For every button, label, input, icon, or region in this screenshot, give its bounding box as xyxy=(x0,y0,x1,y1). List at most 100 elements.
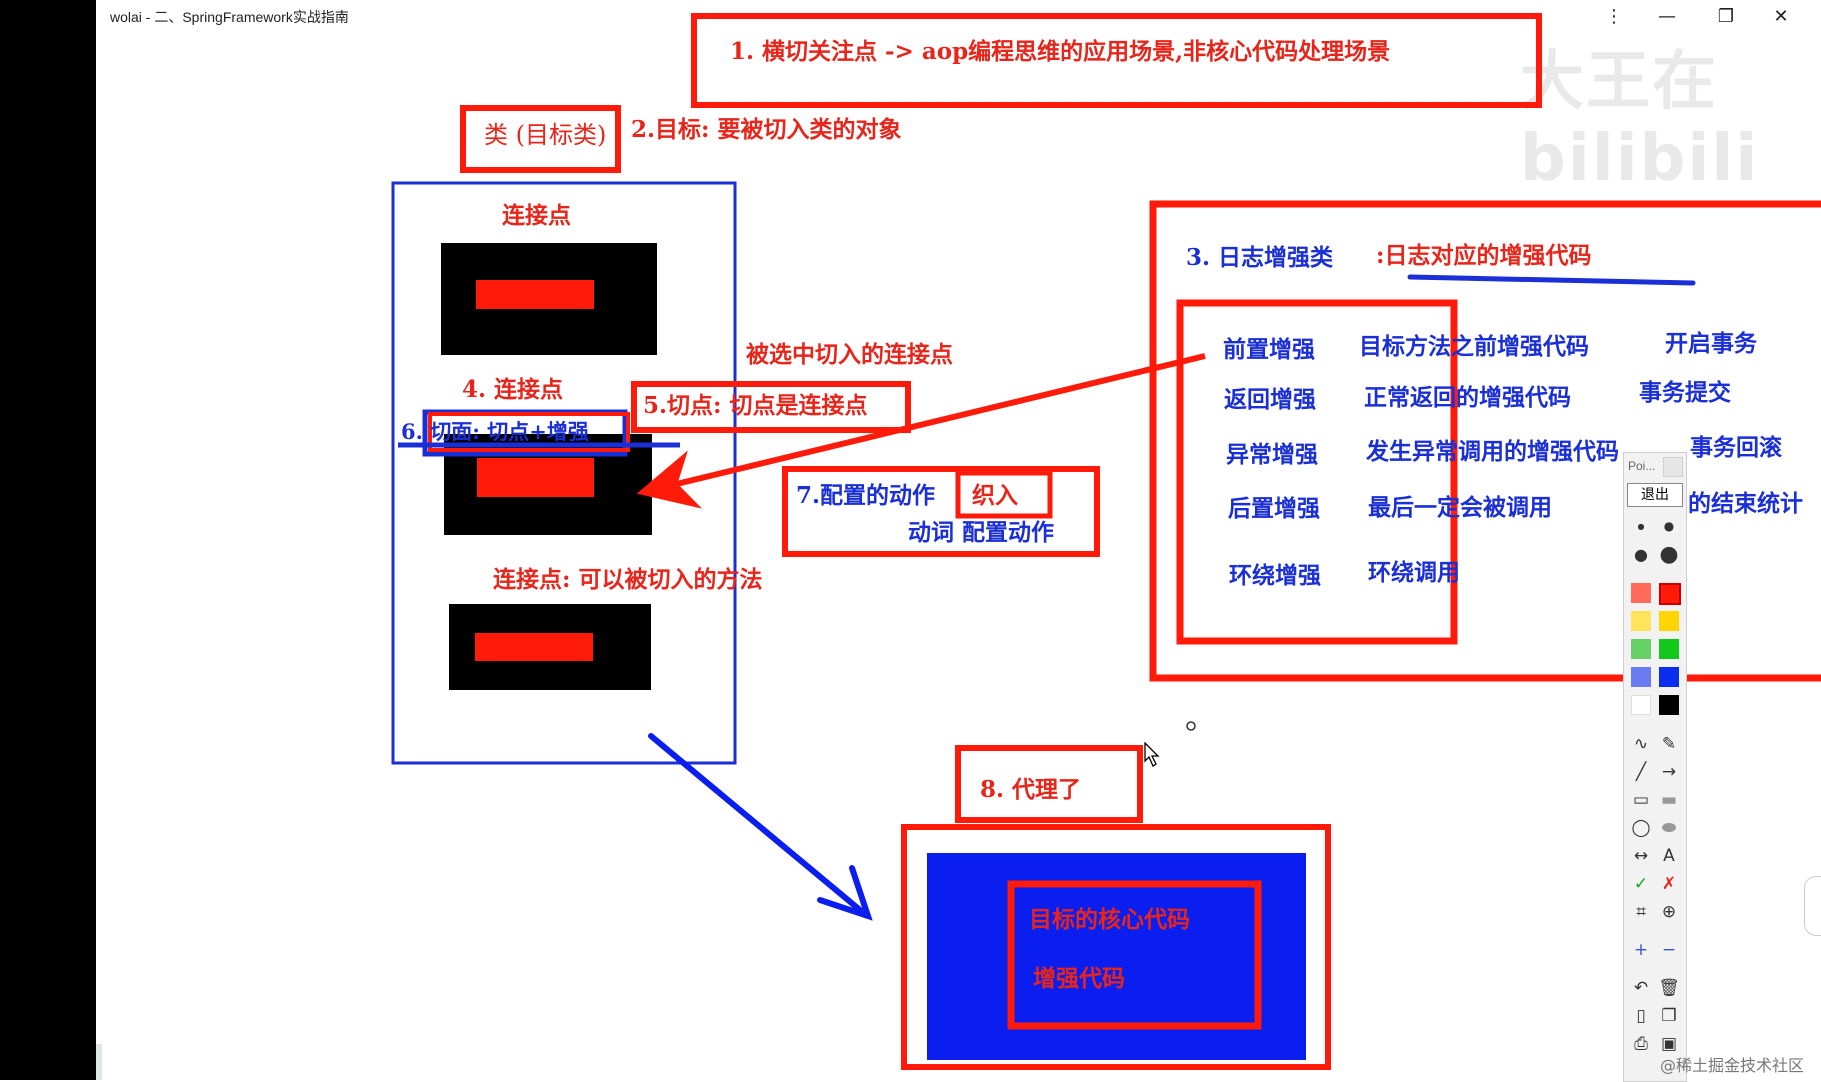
label-7-config-action: 7.配置的动作 xyxy=(796,482,936,509)
advice-tx-after-returning: 事务提交 xyxy=(1639,379,1731,406)
advice-tx-after: 的结束统计 xyxy=(1688,490,1803,517)
join-point-description: 连接点: 可以被切入的方法 xyxy=(493,566,763,593)
label-7-weave: 织入 xyxy=(972,482,1018,509)
annotation-toolbar: Poi... 退出 ● ● ● ● ∿ ✎ ╱ → ▭ ▬ ◯ ⬬ ↔ A ✓ … xyxy=(1623,452,1687,1082)
advice-tx-after-throwing: 事务回滚 xyxy=(1690,434,1782,461)
advice-to-joinpoint-arrow xyxy=(636,353,1206,509)
log-advice-underline xyxy=(1407,274,1696,286)
rectangle-tool-icon[interactable]: ▭ xyxy=(1632,790,1650,810)
join-point-block-1-inner xyxy=(476,280,594,309)
filled-rectangle-tool-icon[interactable]: ▬ xyxy=(1660,790,1678,810)
label-3-number: 3. 日志增强类 xyxy=(1186,244,1334,271)
pen-size-xlarge-icon[interactable]: ● xyxy=(1659,541,1679,567)
minimize-button[interactable]: — xyxy=(1658,5,1676,27)
to-proxy-arrowhead xyxy=(817,865,873,921)
double-arrow-tool-icon[interactable]: ↔ xyxy=(1633,846,1649,866)
minus-icon[interactable]: − xyxy=(1661,940,1677,960)
close-button[interactable]: ✕ xyxy=(1773,5,1789,27)
advice-tx-before: 开启事务 xyxy=(1665,330,1757,357)
label-7-verb: 动词 配置动作 xyxy=(908,519,1055,546)
join-point-block-3-inner xyxy=(475,633,593,661)
color-swatch-white[interactable] xyxy=(1631,695,1651,715)
advice-desc-before: 目标方法之前增强代码 xyxy=(1359,333,1589,360)
proxy-box xyxy=(901,824,1331,1070)
join-point-block-2-inner xyxy=(477,458,594,497)
proxy-enhance-code: 增强代码 xyxy=(1033,965,1125,992)
maximize-button[interactable]: ❐ xyxy=(1717,5,1735,27)
label-2-target: 2.目标: 要被切入类的对象 xyxy=(631,116,902,143)
color-swatch-yellow[interactable] xyxy=(1659,611,1679,631)
advice-name-after-returning: 返回增强 xyxy=(1224,386,1316,413)
plus-icon[interactable]: + xyxy=(1633,940,1649,960)
arrow-tool-icon[interactable]: → xyxy=(1661,762,1677,782)
pen-size-medium-icon[interactable]: ● xyxy=(1663,519,1675,533)
advice-name-around: 环绕增强 xyxy=(1229,562,1321,589)
color-swatch-blue[interactable] xyxy=(1659,667,1679,687)
advice-name-before: 前置增强 xyxy=(1223,336,1315,363)
proxy-label-box xyxy=(955,745,1143,823)
check-icon[interactable]: ✓ xyxy=(1633,874,1649,894)
join-point-top-label: 连接点 xyxy=(502,202,571,229)
heading-1: 1. 横切关注点 -> aop编程思维的应用场景,非核心代码处理场景 xyxy=(730,38,1391,65)
advice-desc-after: 最后一定会被调用 xyxy=(1368,494,1552,521)
ellipse-tool-icon[interactable]: ◯ xyxy=(1631,818,1651,838)
log-advice-class-box xyxy=(1149,200,1821,682)
weave-inner-box xyxy=(955,470,1053,519)
selected-join-point-label: 被选中切入的连接点 xyxy=(746,341,953,368)
save-icon[interactable]: ▣ xyxy=(1660,1034,1678,1054)
exit-button[interactable]: 退出 xyxy=(1627,483,1683,507)
advice-desc-after-returning: 正常返回的增强代码 xyxy=(1364,384,1571,411)
bilibili-watermark: 大王在 bilibili xyxy=(1520,45,1760,196)
advice-name-after: 后置增强 xyxy=(1228,495,1320,522)
pointcut-box xyxy=(631,381,911,433)
label-3-desc: :日志对应的增强代码 xyxy=(1376,242,1592,269)
color-swatch-black[interactable] xyxy=(1659,695,1679,715)
to-proxy-arrow xyxy=(648,733,863,913)
text-tool-icon[interactable]: A xyxy=(1663,846,1675,866)
color-swatch-light-red[interactable] xyxy=(1631,583,1651,603)
cross-icon[interactable]: ✗ xyxy=(1661,874,1677,894)
copy-icon[interactable]: ❐ xyxy=(1661,1006,1677,1026)
advice-types-box xyxy=(1176,299,1458,645)
crop-icon[interactable]: ⌗ xyxy=(1636,902,1646,922)
label-6-aspect: 6. 切面: 切点+增强 xyxy=(401,419,589,444)
toolbar-close-icon[interactable] xyxy=(1663,457,1683,477)
color-swatch-red[interactable] xyxy=(1659,583,1681,605)
trash-icon[interactable]: 🗑 xyxy=(1658,978,1680,998)
more-options-icon[interactable]: ⋮ xyxy=(1605,5,1623,27)
mouse-cursor-icon xyxy=(1144,742,1160,767)
advice-name-after-throwing: 异常增强 xyxy=(1226,441,1318,468)
undo-icon[interactable]: ↶ xyxy=(1633,978,1649,998)
filled-ellipse-tool-icon[interactable]: ⬬ xyxy=(1661,818,1677,838)
color-swatch-light-green[interactable] xyxy=(1631,639,1651,659)
print-icon[interactable]: ⎙ xyxy=(1634,1034,1648,1054)
left-sidebar-strip xyxy=(0,0,96,1080)
aspect-box-red xyxy=(428,412,630,452)
zoom-icon[interactable]: ⊕ xyxy=(1661,902,1677,922)
new-page-icon[interactable]: ▯ xyxy=(1636,1006,1646,1026)
title-bar: wolai - 二、SpringFramework实战指南 ⋮ — ❐ ✕ xyxy=(96,0,1821,34)
weave-box xyxy=(782,466,1100,557)
color-swatch-light-blue[interactable] xyxy=(1631,667,1651,687)
heading-1-box xyxy=(691,13,1542,108)
color-swatch-green[interactable] xyxy=(1659,639,1679,659)
advice-desc-around: 环绕调用 xyxy=(1368,559,1460,586)
side-panel-handle[interactable] xyxy=(1804,876,1821,936)
pen-size-small-icon[interactable]: ● xyxy=(1637,521,1645,531)
freehand-pen-icon[interactable]: ∿ xyxy=(1633,734,1649,754)
toolbar-title: Poi... xyxy=(1628,459,1656,473)
pen-size-large-icon[interactable]: ● xyxy=(1634,544,1648,564)
color-swatch-light-yellow[interactable] xyxy=(1631,611,1651,631)
eraser-icon[interactable]: ✎ xyxy=(1661,734,1677,754)
proxy-core-code: 目标的核心代码 xyxy=(1029,906,1190,933)
label-4-join-point: 4. 连接点 xyxy=(462,376,564,403)
proxy-core-box xyxy=(1007,880,1262,1030)
source-credit: @稀土掘金技术社区 xyxy=(1660,1056,1805,1075)
advice-desc-after-throwing: 发生异常调用的增强代码 xyxy=(1366,438,1619,465)
target-class-container xyxy=(391,181,737,765)
label-8-proxy: 8. 代理了 xyxy=(980,776,1082,803)
sidebar-edge xyxy=(96,1044,102,1080)
line-tool-icon[interactable]: ╱ xyxy=(1635,762,1647,782)
target-class-box xyxy=(460,105,621,173)
